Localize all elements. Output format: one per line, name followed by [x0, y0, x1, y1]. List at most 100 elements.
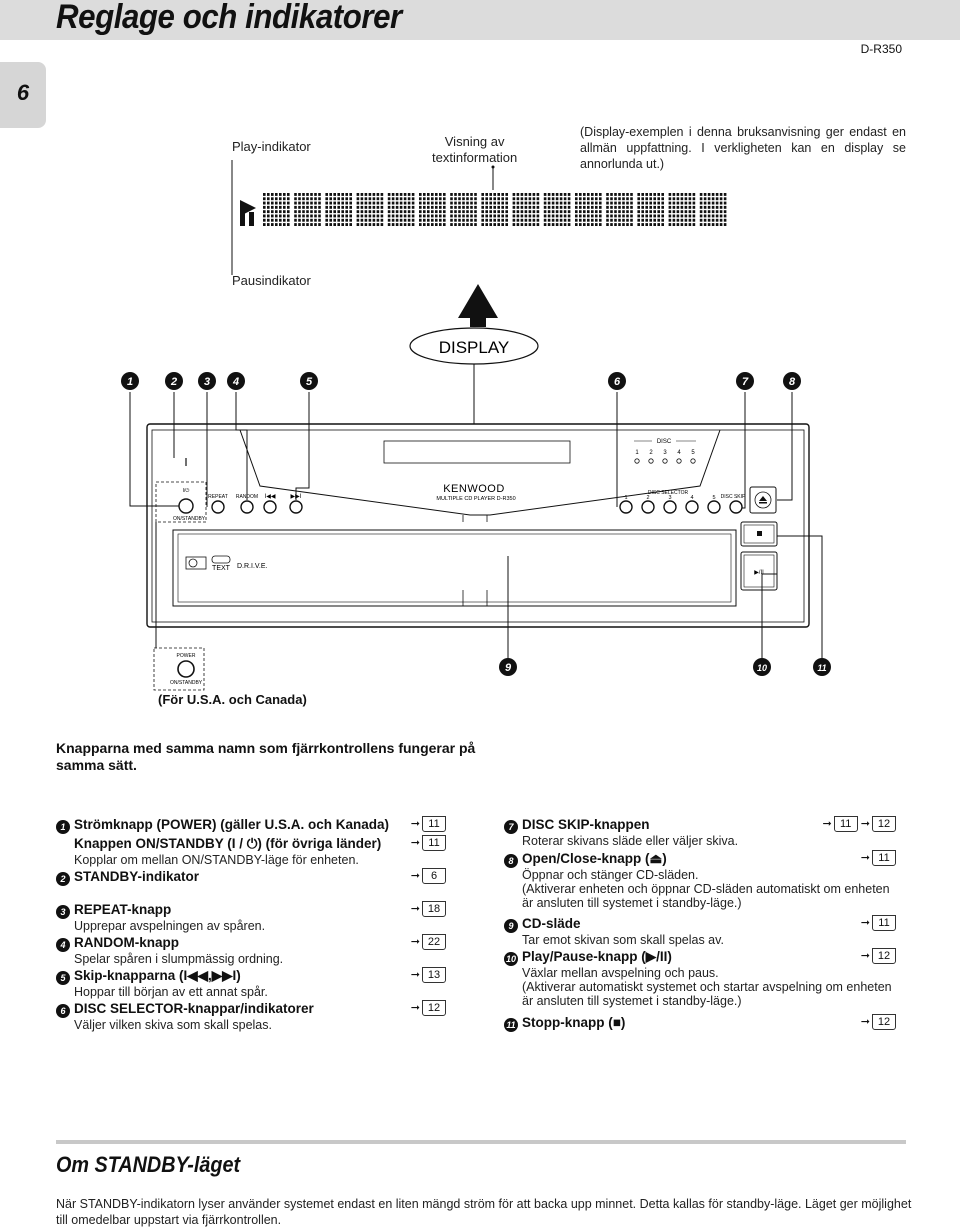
play-indicator-label: Play-indikator [232, 139, 311, 154]
svg-text:POWER: POWER [177, 653, 196, 659]
item-title: STANDBY-indikator [74, 869, 200, 884]
model-name: D-R350 [860, 42, 902, 56]
disc-number-2: 2 [649, 450, 653, 456]
disc-indicator-1 [634, 458, 640, 464]
item-title: Knappen ON/STANDBY (I / ⏻) (för övriga l… [74, 836, 382, 851]
item-number-badge: 7 [504, 820, 518, 834]
callout-9 [499, 658, 517, 676]
arrow-icon: ➞ [860, 1016, 870, 1028]
page-reference: ➞22 [411, 934, 446, 950]
svg-text:I/⏻: I/⏻ [183, 488, 190, 494]
up-arrow-icon [458, 284, 498, 327]
callout-4 [227, 372, 245, 390]
page-reference: ➞6 [411, 868, 446, 884]
disc-indicator-2 [648, 458, 654, 464]
item-title: Strömknapp (POWER) (gäller U.S.A. och Ka… [74, 817, 390, 832]
arrow-icon: ➞ [822, 818, 832, 830]
page-ref-box: 12 [872, 816, 896, 832]
display-note: (Display-exemplen i denna bruksanvisning… [580, 125, 906, 171]
callout-label-11: 11 [817, 663, 826, 673]
disc-selector-number-5: 5 [712, 495, 715, 501]
cd-tray [172, 529, 737, 607]
svg-text:DISC SKIP: DISC SKIP [721, 494, 746, 500]
page-reference: ➞18 [411, 901, 446, 917]
callout-2 [165, 372, 183, 390]
page-reference: ➞11 [861, 915, 896, 931]
standby-title: Om STANDBY-läget [56, 1152, 241, 1177]
page-title: Reglage och indikatorer [56, 0, 402, 36]
callout-label-2: 2 [170, 376, 177, 388]
skip-forward-button [289, 500, 303, 514]
item-description: Spelar spåren i slumpmässig ordning. [74, 952, 284, 966]
svg-text:ON/STANDBY: ON/STANDBY [173, 516, 206, 522]
item-title: CD-släde [522, 916, 581, 931]
page-reference: ➞12 [861, 1014, 896, 1030]
item-number-badge: 3 [56, 905, 70, 919]
disc-selector-number-4: 4 [690, 495, 693, 501]
item-title: REPEAT-knapp [74, 902, 172, 917]
callout-label-7: 7 [742, 376, 749, 388]
page-reference: ➞11 [861, 850, 896, 866]
callout-label-9: 9 [505, 662, 512, 674]
page-reference: ➞13 [411, 967, 446, 983]
disc-indicator-4 [676, 458, 682, 464]
callout-label-10: 10 [757, 663, 767, 673]
text-info-label-line1: Visning av [444, 134, 505, 149]
callout-8 [783, 372, 801, 390]
disc-selector-button-4 [685, 500, 699, 514]
pause-indicator-label: Pausindikator [232, 273, 311, 288]
brand-logo: KENWOOD [443, 483, 505, 495]
arrow-icon: ➞ [410, 903, 420, 915]
power-button-usa [177, 660, 195, 678]
svg-text:DISC: DISC [657, 439, 672, 445]
page-ref-box: 11 [872, 850, 896, 866]
standby-text: När STANDBY-indikatorn lyser använder sy… [56, 1197, 912, 1227]
callout-3 [198, 372, 216, 390]
list-item: 9 CD-släde ➞11 Tar emot skivan som skall s… [504, 915, 896, 947]
item-number-badge: 10 [504, 952, 518, 966]
item-description: Tar emot skivan som skall spelas av. [522, 933, 724, 947]
repeat-button [211, 500, 225, 514]
arrow-icon: ➞ [860, 852, 870, 864]
disc-selector-button-5 [707, 500, 721, 514]
item-title: RANDOM-knapp [74, 935, 179, 950]
list-item: Knappen ON/STANDBY (I / ⏻) (för övriga l… [56, 835, 446, 867]
page-ref-box: 6 [422, 868, 446, 884]
item-description: Väljer vilken skiva som skall spelas. [74, 1018, 272, 1032]
disc-number-5: 5 [691, 450, 695, 456]
disc-number-4: 4 [677, 450, 681, 456]
callout-label-6: 6 [614, 376, 621, 388]
arrow-icon: ➞ [860, 917, 870, 929]
callout-label-8: 8 [789, 376, 796, 388]
callout-label-1: 1 [127, 376, 133, 388]
list-item: 1 Strömknapp (POWER) (gäller U.S.A. och K… [56, 816, 446, 834]
page-ref-box: 12 [872, 1014, 896, 1030]
svg-text:▶/II: ▶/II [754, 570, 764, 576]
page-ref-box: 18 [422, 901, 446, 917]
item-title: Play/Pause-knapp (▶/II) [522, 949, 672, 964]
skip-back-button [263, 500, 277, 514]
disc-selector-button-1 [619, 500, 633, 514]
item-number-badge: 5 [56, 971, 70, 985]
item-number-badge: 1 [56, 820, 70, 834]
item-number-badge: 2 [56, 872, 70, 886]
item-description: (Aktiverar automatiskt systemet och star… [522, 980, 892, 1008]
page-number: 6 [16, 80, 30, 105]
item-description: Roterar skivans släde eller väljer skiva… [522, 834, 739, 848]
play-pause-button [740, 551, 778, 591]
item-number-badge: 4 [56, 938, 70, 952]
usa-caption: (För U.S.A. och Canada) [158, 692, 307, 707]
arrow-icon: ➞ [410, 936, 420, 948]
page-ref-box: 11 [872, 915, 896, 931]
svg-text:DISC SELECTOR: DISC SELECTOR [648, 490, 689, 496]
disc-selector-button-2 [641, 500, 655, 514]
text-info-label-line2: textinformation [432, 150, 518, 165]
item-number-badge: 9 [504, 919, 518, 933]
item-description: Öppnar och stänger CD-släden. [522, 868, 699, 882]
item-title: DISC SKIP-knappen [522, 817, 650, 832]
callout-label-4: 4 [232, 376, 239, 388]
disc-skip-button [729, 500, 743, 514]
